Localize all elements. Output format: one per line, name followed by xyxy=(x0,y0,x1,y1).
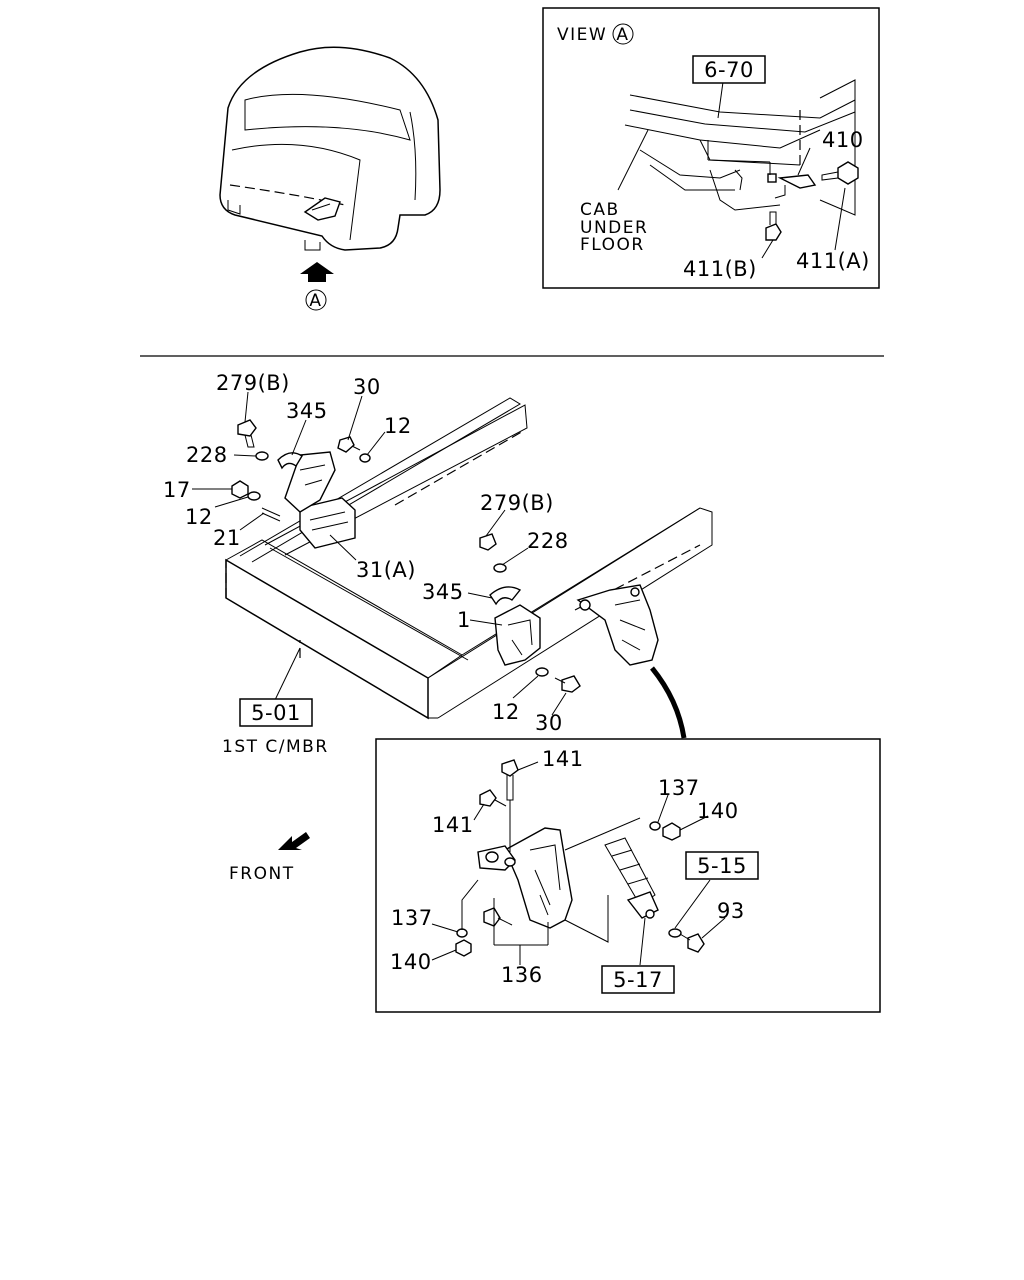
detail-label-141-left: 141 xyxy=(432,813,474,837)
label-30-lower: 30 xyxy=(535,711,563,735)
view-a-panel: VIEW A 6-70 410 CAB xyxy=(542,7,880,289)
detail-label-137-bottom: 137 xyxy=(391,906,433,930)
label-411a: 411(A) xyxy=(796,249,870,273)
label-345-lower: 345 xyxy=(422,580,464,604)
ref-box-5-17 xyxy=(601,965,675,994)
ref-5-01[interactable]: 5-01 xyxy=(251,701,301,725)
ref-5-17[interactable]: 5-17 xyxy=(613,968,663,992)
ref-box-5-15 xyxy=(685,851,759,880)
detail-label-141-top: 141 xyxy=(542,747,584,771)
view-marker-a: A xyxy=(309,291,322,311)
frame-assembly: 279(B) 345 30 12 228 17 12 21 31(A) 279(… xyxy=(163,371,713,884)
label-12-upper: 12 xyxy=(384,414,412,438)
view-title-marker: A xyxy=(616,25,629,45)
label-30-upper: 30 xyxy=(353,375,381,399)
caption-1st-cmbr: 1ST C/MBR xyxy=(222,737,329,757)
front-arrow-icon xyxy=(278,832,310,850)
label-228-upper: 228 xyxy=(186,443,228,467)
label-279b-lower: 279(B) xyxy=(480,491,554,515)
view-title: VIEW xyxy=(557,25,607,45)
label-17: 17 xyxy=(163,478,191,502)
detail-panel: 141 141 137 140 5-15 93 137 140 136 5-17 xyxy=(375,738,881,1013)
label-31a: 31(A) xyxy=(356,558,416,582)
label-21: 21 xyxy=(213,526,241,550)
detail-label-140-top: 140 xyxy=(697,799,739,823)
cab-overview: A xyxy=(219,46,441,311)
ref-box-5-01 xyxy=(239,698,313,727)
view-arrow-icon xyxy=(300,262,334,282)
detail-label-137-top: 137 xyxy=(658,776,700,800)
detail-label-93: 93 xyxy=(717,899,745,923)
detail-label-136: 136 xyxy=(501,963,543,987)
label-12-mid: 12 xyxy=(185,505,213,529)
cab-under-floor-1: CAB xyxy=(580,200,620,220)
cab-under-floor-2: UNDER xyxy=(580,218,648,238)
ref-box-6-70 xyxy=(692,55,766,84)
label-228-lower: 228 xyxy=(527,529,569,553)
ref-6-70[interactable]: 6-70 xyxy=(704,58,754,82)
label-345-upper: 345 xyxy=(286,399,328,423)
cab-under-floor-3: FLOOR xyxy=(580,235,645,255)
front-label: FRONT xyxy=(229,864,295,884)
detail-label-140-bottom: 140 xyxy=(390,950,432,974)
label-12-lower: 12 xyxy=(492,700,520,724)
label-411b: 411(B) xyxy=(683,257,757,281)
ref-5-15[interactable]: 5-15 xyxy=(697,854,747,878)
label-410: 410 xyxy=(822,128,864,152)
label-279b-upper: 279(B) xyxy=(216,371,290,395)
label-1: 1 xyxy=(457,608,471,632)
